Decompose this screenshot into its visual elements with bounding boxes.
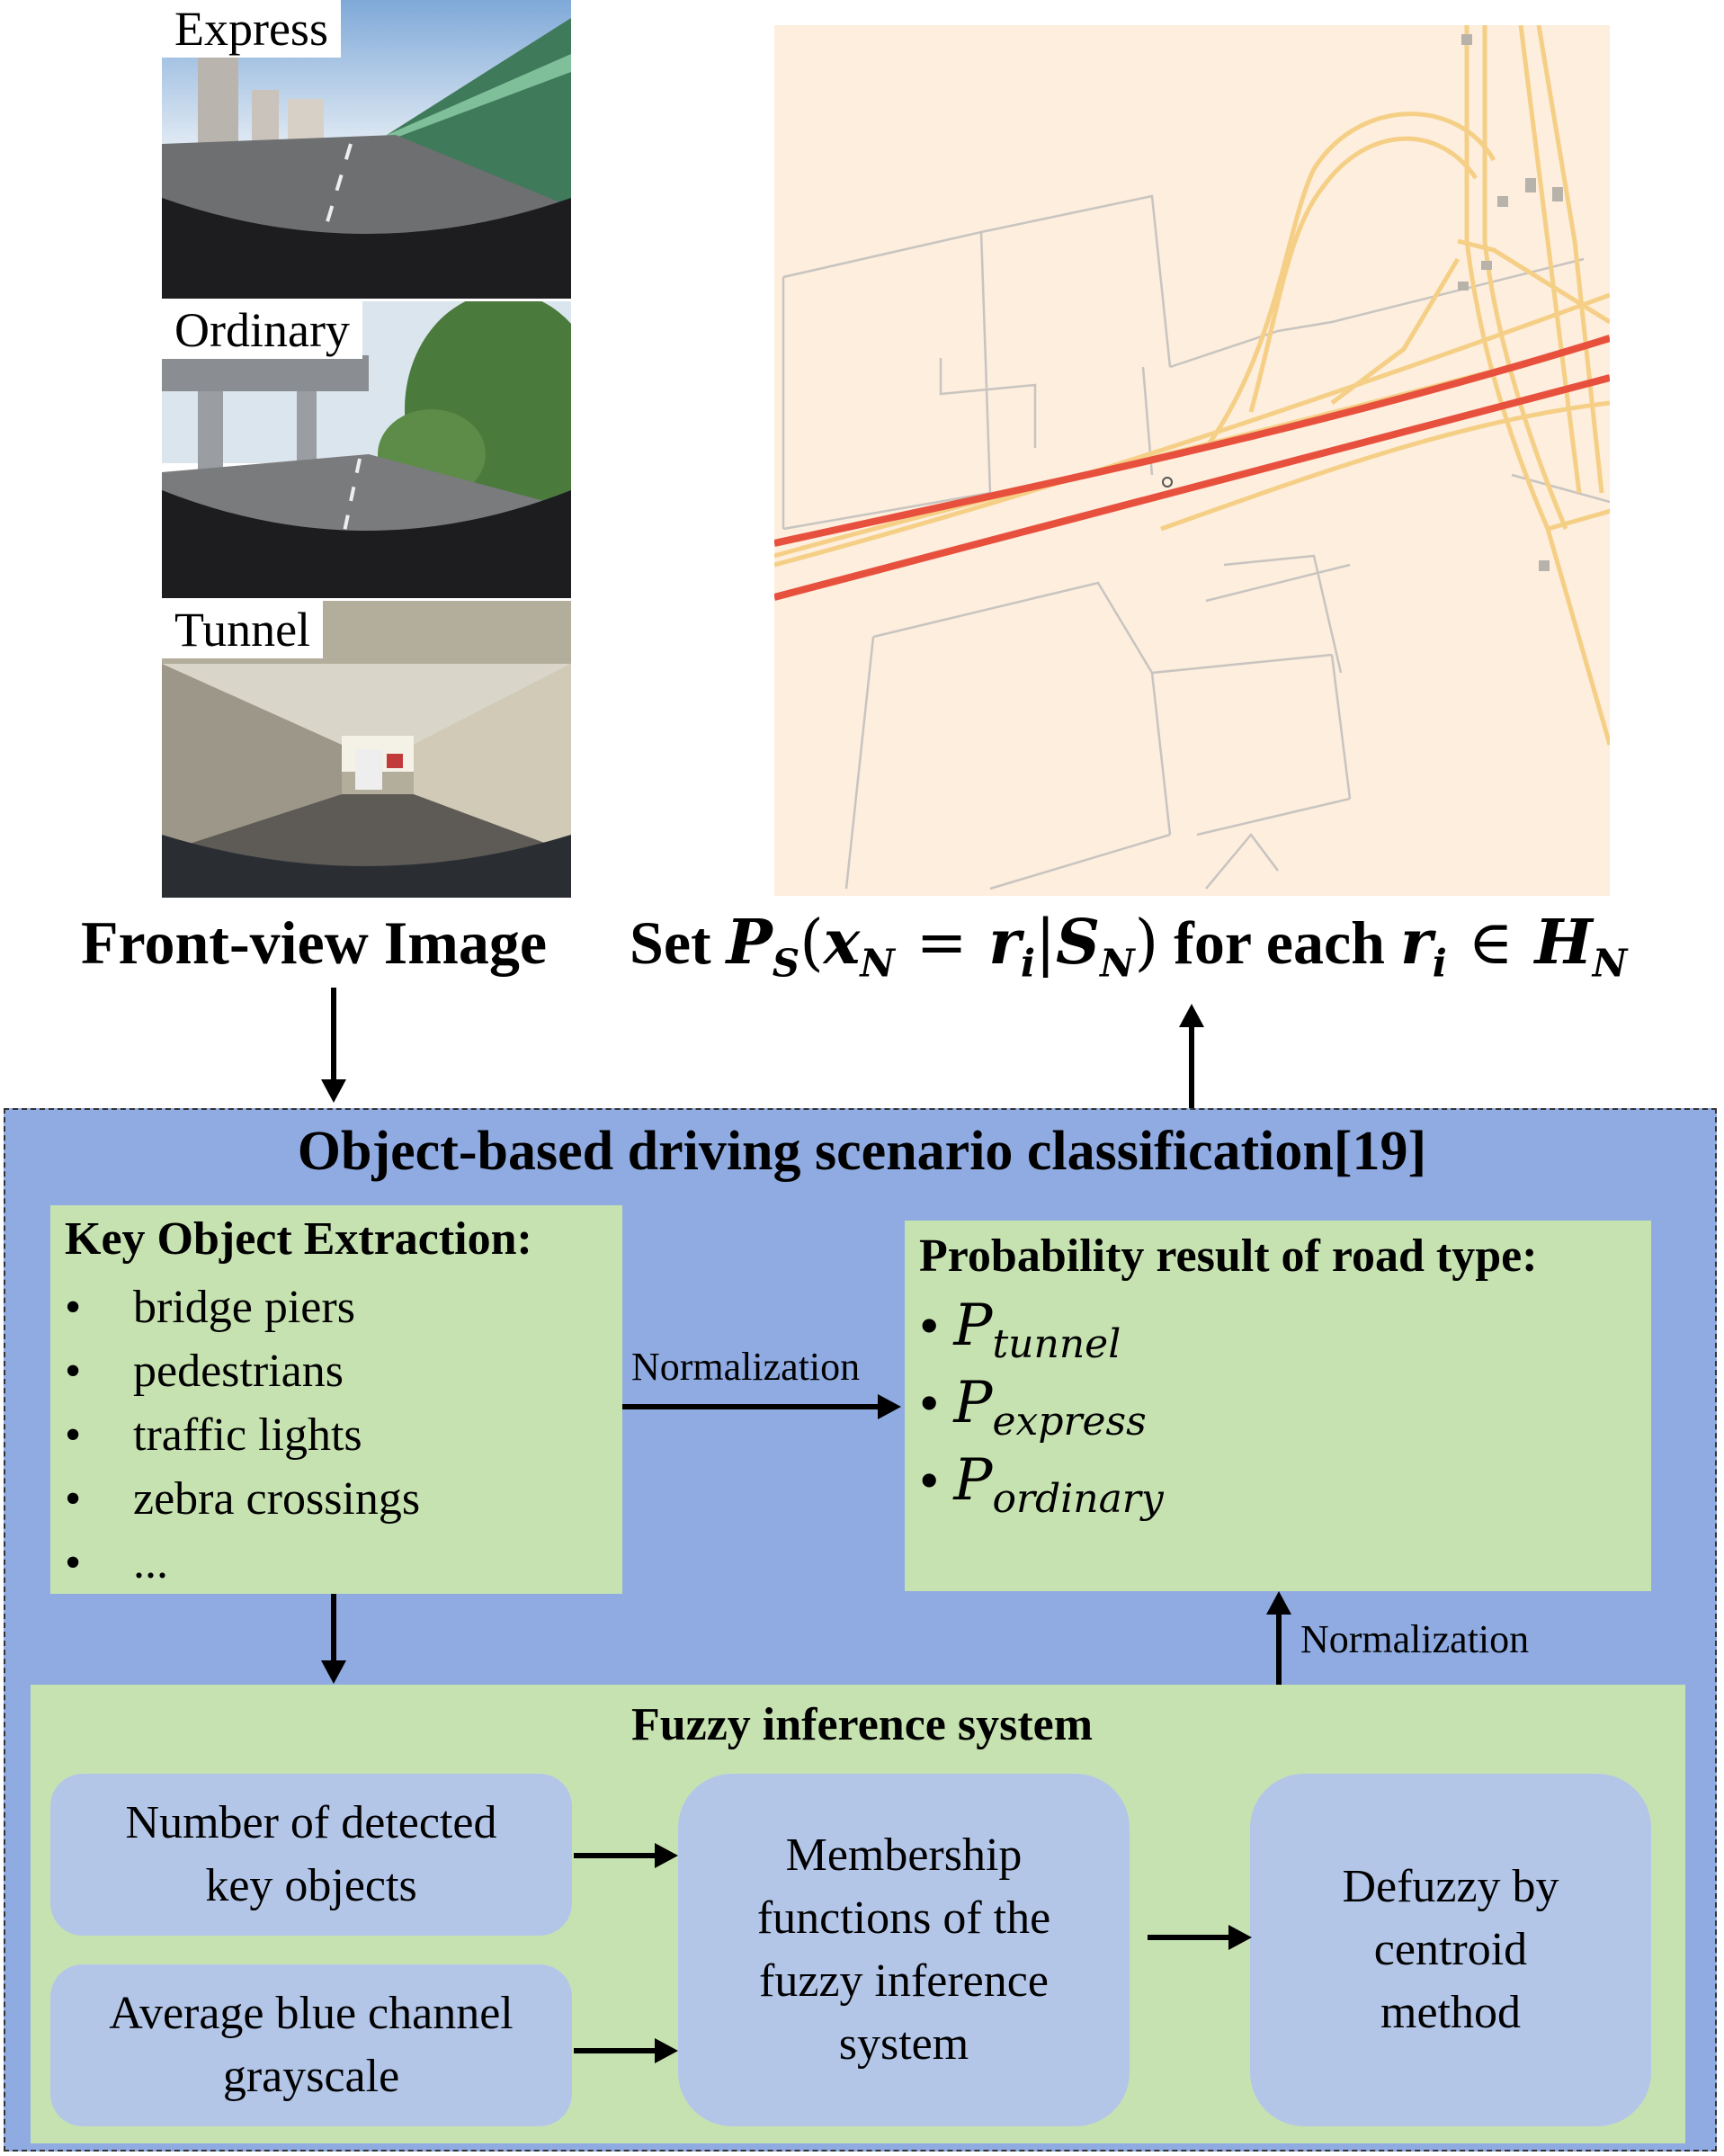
- probability-box: Probability result of road type: • Ptunn…: [905, 1221, 1651, 1591]
- arrow-key-to-prob: [622, 1404, 880, 1409]
- arrow-key-to-fuzzy: [331, 1594, 336, 1662]
- membership-functions-box: Membership functions of the fuzzy infere…: [678, 1774, 1130, 2126]
- front-view-caption: Front-view Image: [81, 908, 548, 977]
- arrow-fuzzy-to-prob-head: [1266, 1591, 1291, 1615]
- arrow-input1-to-membership: [574, 1853, 658, 1858]
- ordinary-label: Ordinary: [162, 301, 362, 359]
- normalization-label-1: Normalization: [631, 1345, 861, 1389]
- arrow-fuzzy-to-prob: [1276, 1610, 1282, 1685]
- key-object-item: •pedestrians: [65, 1346, 344, 1397]
- normalization-label-2: Normalization: [1300, 1617, 1530, 1661]
- formula-ri-in-hn: ri ∈ HN: [1399, 907, 1628, 986]
- arrow-image-to-panel: [331, 988, 336, 1083]
- set-prefix: Set: [630, 908, 727, 977]
- input-key-objects-box: Number of detected key objects: [50, 1774, 572, 1936]
- key-object-list: •bridge piers •pedestrians •traffic ligh…: [65, 1275, 420, 1595]
- key-object-item: •bridge piers: [65, 1282, 355, 1333]
- fuzzy-title: Fuzzy inference system: [630, 1699, 1094, 1750]
- tunnel-label: Tunnel: [162, 601, 324, 658]
- arrow-input1-to-membership-head: [655, 1843, 678, 1868]
- arrow-input2-to-membership: [574, 2048, 658, 2053]
- position-marker: [1162, 477, 1173, 488]
- probability-item-tunnel: • Ptunnel: [919, 1293, 1121, 1367]
- probability-set-caption: Set PS(xN = ri|SN) for each ri ∈ HN: [630, 907, 1627, 999]
- probability-title: Probability result of road type:: [919, 1230, 1538, 1282]
- arrow-image-to-panel-head: [321, 1079, 346, 1103]
- arrow-key-to-prob-head: [878, 1394, 901, 1419]
- tunnel-photo: Tunnel: [162, 601, 571, 898]
- arrow-membership-to-defuzzy: [1148, 1935, 1232, 1940]
- panel-title: Object-based driving scenario classifica…: [297, 1121, 1427, 1182]
- road-network: [774, 25, 1610, 890]
- probability-item-ordinary: • Pordinary: [919, 1447, 1164, 1522]
- set-suffix: for each: [1158, 908, 1400, 977]
- key-object-box: Key Object Extraction: •bridge piers •pe…: [50, 1205, 622, 1594]
- arrow-membership-to-defuzzy-head: [1228, 1925, 1252, 1950]
- express-scene-image: [162, 0, 571, 299]
- key-object-title: Key Object Extraction:: [65, 1213, 532, 1265]
- key-object-item: •...: [65, 1537, 168, 1588]
- arrow-panel-to-set: [1189, 1025, 1194, 1108]
- input-blue-channel-box: Average blue channel grayscale: [50, 1964, 572, 2126]
- arrow-key-to-fuzzy-head: [321, 1660, 346, 1684]
- road-map: [774, 25, 1610, 896]
- probability-item-express: • Pexpress: [919, 1370, 1147, 1445]
- arrow-panel-to-set-head: [1179, 1004, 1204, 1027]
- defuzzy-box: Defuzzy by centroid method: [1250, 1774, 1651, 2126]
- ordinary-photo: Ordinary: [162, 301, 571, 598]
- express-label: Express: [162, 0, 341, 58]
- key-object-item: •zebra crossings: [65, 1473, 421, 1525]
- express-photo: Express: [162, 0, 571, 299]
- arrow-input2-to-membership-head: [655, 2038, 678, 2063]
- formula-ps: PS(xN = ri|SN): [726, 907, 1159, 986]
- key-object-item: •traffic lights: [65, 1409, 362, 1461]
